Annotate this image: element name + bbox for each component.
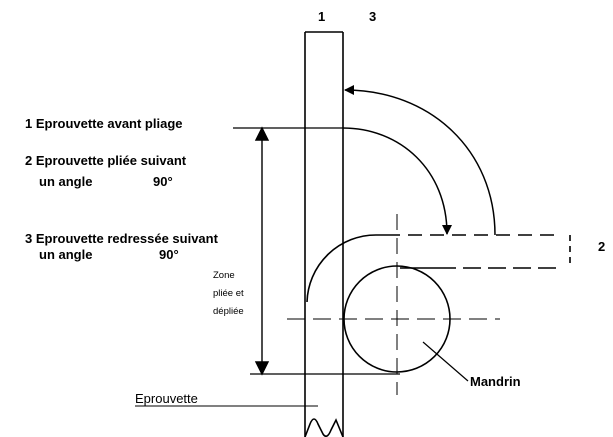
zone-label-line2: pliée et: [213, 288, 244, 299]
straighten-arrow: [344, 85, 496, 236]
eprouvette-label: Eprouvette: [135, 391, 198, 406]
zone-label-line3: dépliée: [213, 306, 244, 317]
legend-item-1: 1 Eprouvette avant pliage: [25, 116, 183, 131]
legend-item-2-line2: un angle: [39, 174, 92, 189]
mandrel: [287, 214, 500, 395]
specimen-bent: [306, 234, 571, 303]
legend-item-3-line1: 3 Eprouvette redressée suivant: [25, 231, 219, 246]
bend-arrow: [342, 127, 452, 235]
position-2-label: 2: [598, 239, 605, 254]
mandrin-label: Mandrin: [470, 374, 521, 389]
specimen-vertical: [304, 31, 344, 437]
zone-label-line1: Zone: [213, 270, 235, 281]
legend-item-2-angle: 90°: [153, 174, 173, 189]
legend-item-2-line1: 2 Eprouvette pliée suivant: [25, 153, 187, 168]
position-3-label: 3: [369, 9, 376, 24]
legend-item-3-angle: 90°: [159, 247, 179, 262]
position-1-label: 1: [318, 9, 325, 24]
legend-item-3-line2: un angle: [39, 247, 92, 262]
zone-dimension: [250, 126, 400, 376]
